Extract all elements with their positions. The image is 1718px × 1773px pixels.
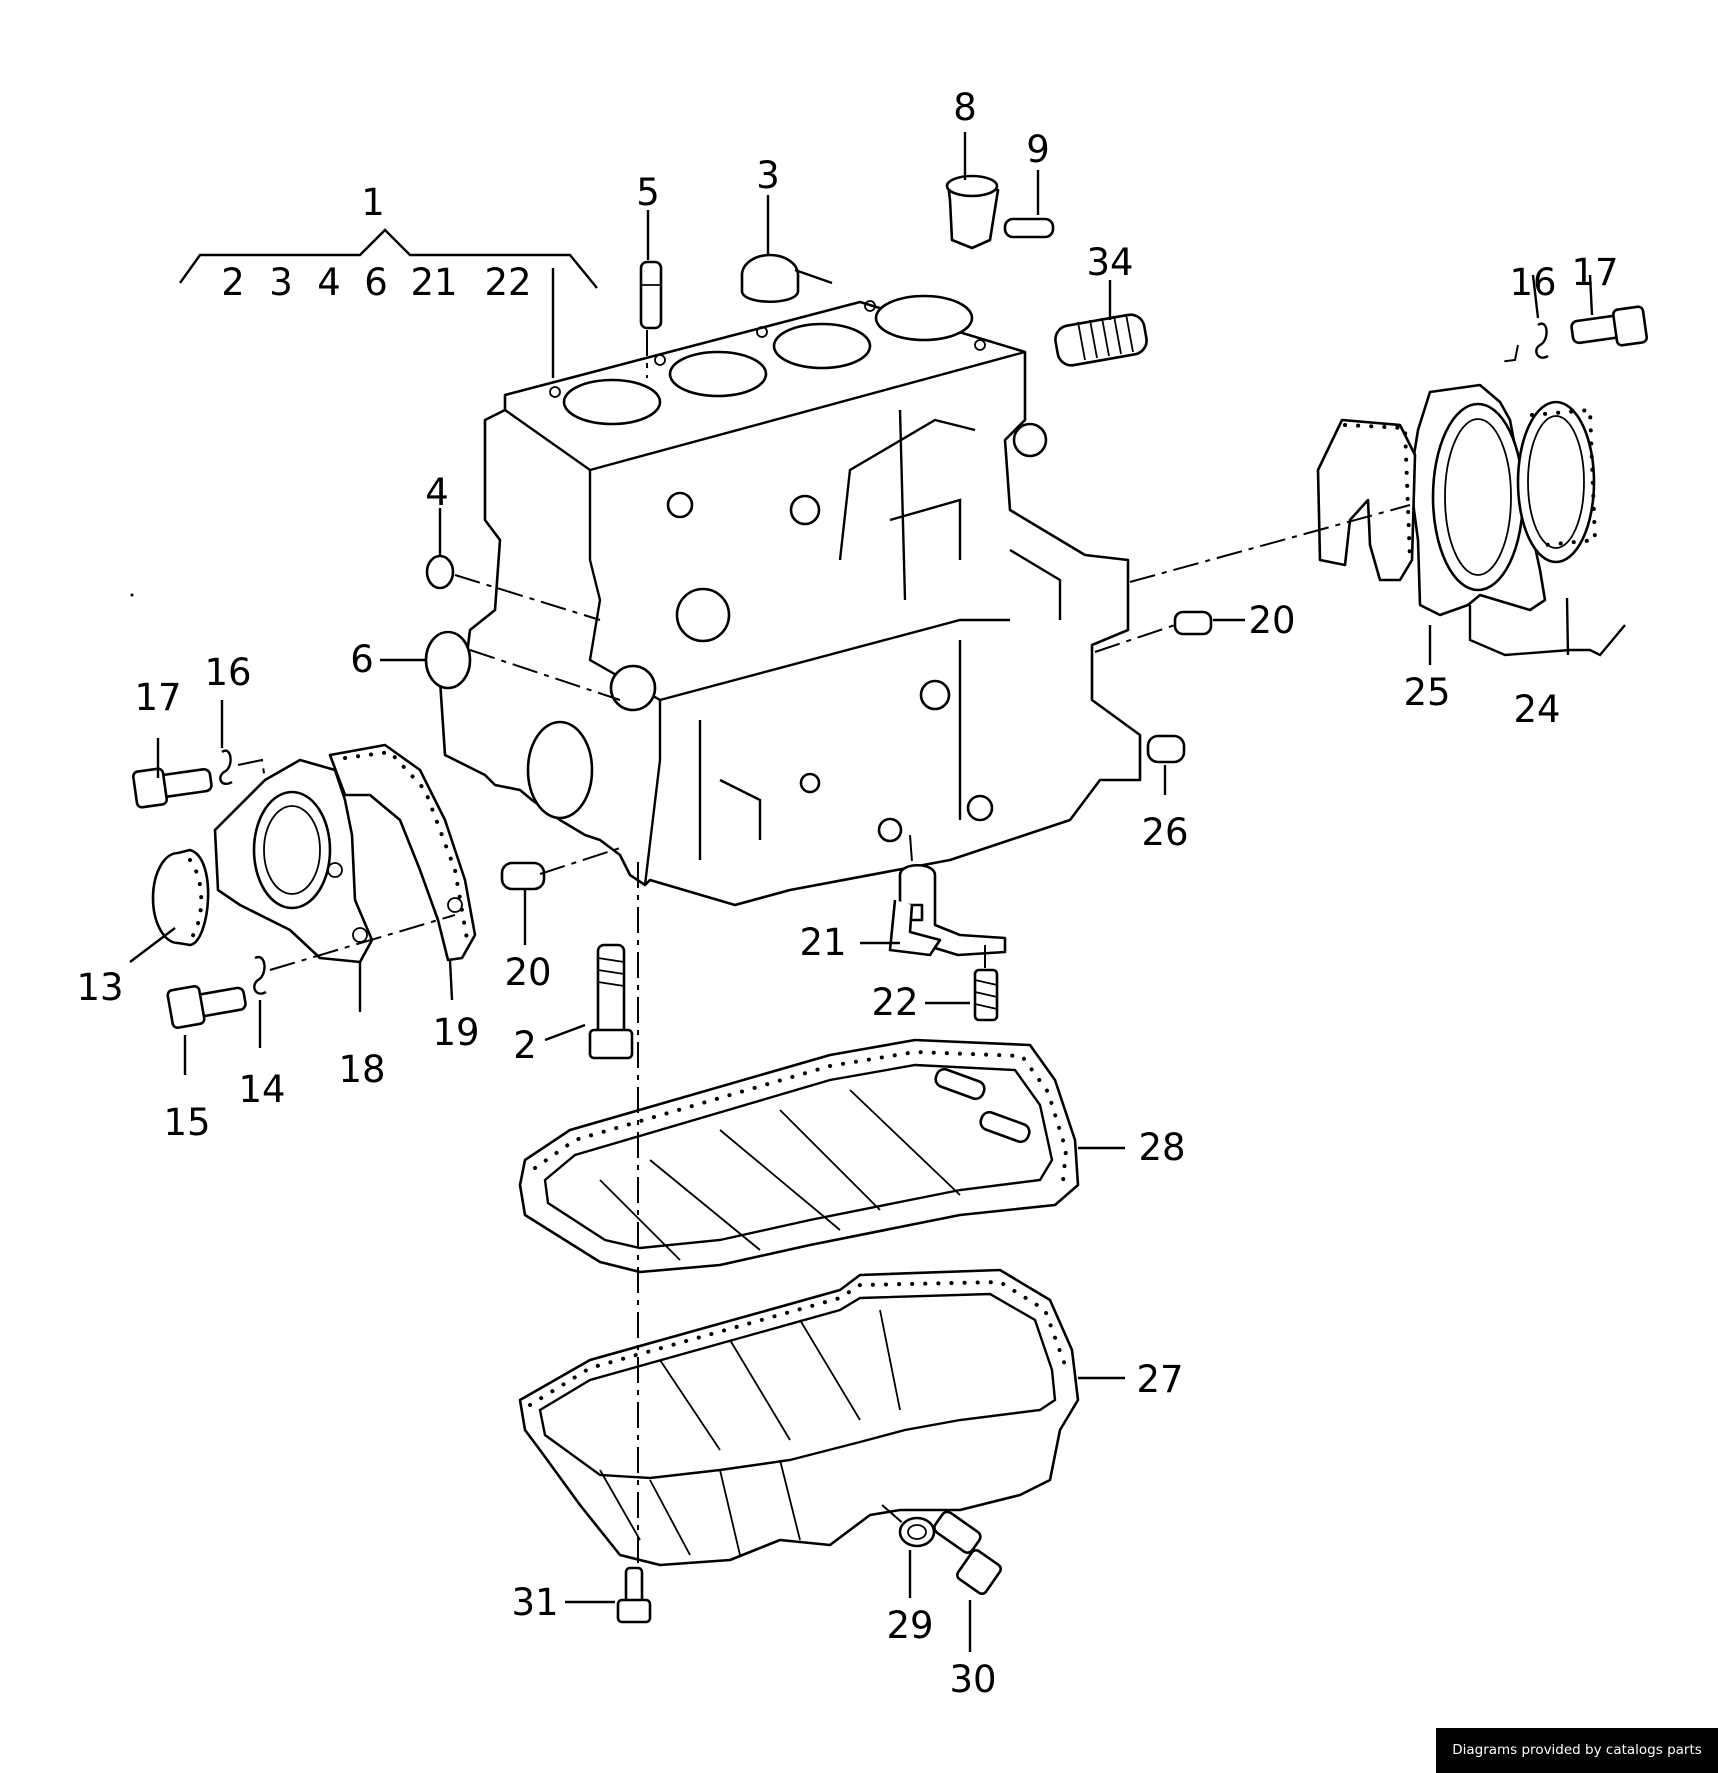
- callout-8: 8: [953, 86, 977, 129]
- callout-18: 18: [338, 1048, 385, 1091]
- sleeve: [1146, 734, 1186, 764]
- group-member-label: 22: [484, 261, 531, 304]
- callout-14: 14: [238, 1068, 285, 1111]
- oil-pan-gasket: [518, 1038, 1080, 1274]
- dowel-sleeve: [639, 260, 663, 330]
- group-member-label: 6: [364, 261, 388, 304]
- callout-16: 16: [204, 651, 251, 694]
- flange-bolt-left: [131, 767, 213, 809]
- callout-29: 29: [886, 1604, 933, 1647]
- dowel-sleeve-left: [500, 861, 546, 891]
- drain-plug-seal: [898, 1516, 936, 1548]
- oil-spray-jet: [888, 863, 1007, 957]
- bearing-shell: [740, 253, 800, 303]
- group-member-label: 3: [269, 261, 293, 304]
- leader-lines: [129, 132, 1626, 1652]
- callout-28: 28: [1138, 1126, 1185, 1169]
- callout-30: 30: [949, 1658, 996, 1701]
- group-member-label: 21: [410, 261, 457, 304]
- spring-washer-right: [1535, 322, 1549, 359]
- group-member-label: 4: [317, 261, 341, 304]
- callout-3: 3: [756, 154, 780, 197]
- callout-2: 2: [513, 1024, 537, 1067]
- drain-plug: [933, 1510, 1003, 1596]
- callout-16: 16: [1509, 261, 1556, 304]
- stud: [1054, 313, 1148, 367]
- core-plug-large: [424, 630, 472, 690]
- callout-21: 21: [799, 921, 846, 964]
- callout-24: 24: [1513, 688, 1560, 731]
- callout-25: 25: [1403, 671, 1450, 714]
- callout-34: 34: [1086, 241, 1133, 284]
- flange-bolt-lower: [166, 985, 247, 1029]
- spring-washer-left: [219, 749, 233, 786]
- oil-pan: [518, 1268, 1080, 1567]
- callout-17: 17: [134, 676, 181, 719]
- callout-15: 15: [163, 1101, 210, 1144]
- callout-20: 20: [504, 951, 551, 994]
- front-oil-seal: [151, 848, 210, 947]
- callout-9: 9: [1026, 128, 1050, 171]
- cylinder-block: [438, 294, 1142, 907]
- pin: [1003, 217, 1055, 239]
- callout-4: 4: [425, 471, 449, 514]
- assembly-lines: [237, 330, 1519, 1570]
- flange-bolt-right: [1570, 305, 1649, 347]
- callout-26: 26: [1141, 811, 1188, 854]
- callout-17: 17: [1571, 251, 1618, 294]
- group-number: 1: [361, 181, 385, 224]
- stray-mark: [130, 593, 134, 597]
- callout-22: 22: [871, 981, 918, 1024]
- callout-labels: 8 9 3 5 34 16 17 4 6 20 25 24 26 17 16 1…: [76, 86, 1618, 1701]
- callout-27: 27: [1136, 1358, 1183, 1401]
- main-bearing-bolt: [588, 943, 634, 1060]
- jet-bolt: [973, 968, 999, 1022]
- group-bracket: 1 2 3 4 6 21 22: [179, 181, 598, 378]
- dowel-sleeve-right: [1173, 610, 1213, 636]
- callout-20: 20: [1248, 599, 1295, 642]
- threaded-plug: [945, 174, 1000, 250]
- callout-5: 5: [636, 171, 660, 214]
- front-seal-flange: [213, 743, 477, 964]
- spring-washer-lower: [253, 955, 267, 995]
- credit-badge: Diagrams provided by catalogs parts: [1436, 1728, 1718, 1773]
- callout-6: 6: [350, 638, 374, 681]
- callout-19: 19: [432, 1011, 479, 1054]
- callout-13: 13: [76, 966, 123, 1009]
- callout-31: 31: [511, 1581, 558, 1624]
- core-plug-small: [425, 554, 455, 590]
- oil-pan-bolt: [616, 1566, 652, 1624]
- group-member-label: 2: [221, 261, 245, 304]
- rear-seal-flange: [1316, 383, 1598, 617]
